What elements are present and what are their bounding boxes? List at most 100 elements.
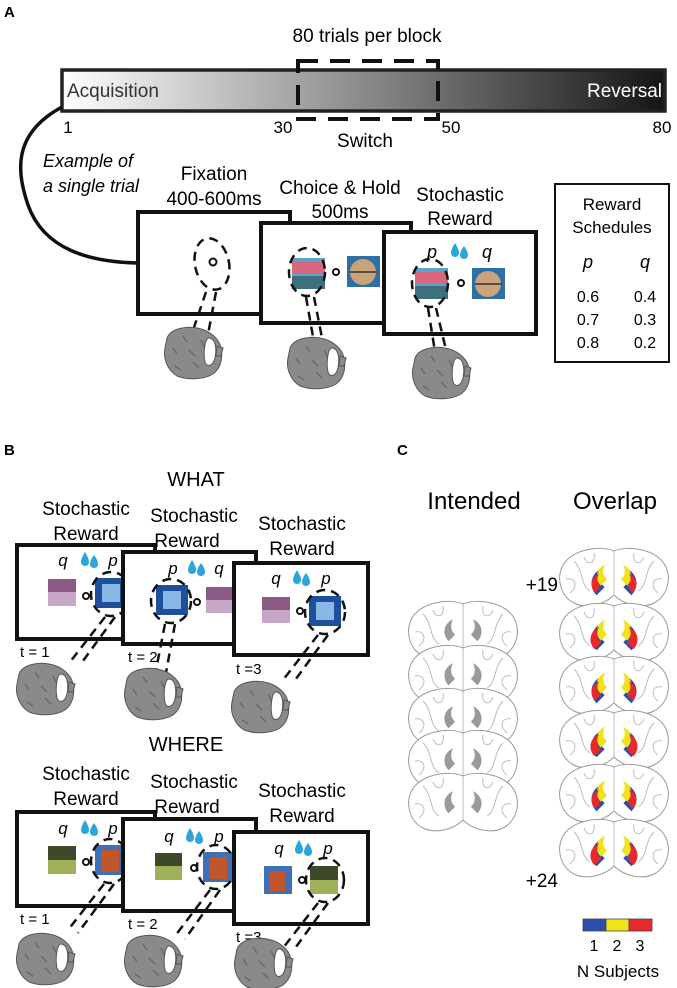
intended-section bbox=[408, 729, 518, 789]
panel-b-letter: B bbox=[4, 442, 15, 459]
lesion-patch bbox=[596, 672, 608, 694]
unicorn-image bbox=[262, 597, 290, 623]
lesion-patch bbox=[470, 663, 482, 686]
schedule-p-1: 0.7 bbox=[577, 312, 599, 329]
unicorn-image bbox=[206, 587, 232, 613]
where-t3-title-1: Stochastic bbox=[258, 781, 346, 802]
schedule-col-p: p bbox=[582, 252, 593, 272]
panel-c-letter: C bbox=[397, 442, 408, 459]
what-t2-left: p bbox=[167, 559, 177, 578]
block-gradient-bar bbox=[60, 68, 667, 113]
fixation-point bbox=[193, 598, 201, 606]
brain-sulci bbox=[414, 648, 512, 692]
where-title: WHERE bbox=[149, 734, 223, 756]
switch-label: Switch bbox=[337, 131, 393, 152]
what-t1-right: p bbox=[107, 551, 117, 570]
temple-image bbox=[156, 585, 188, 615]
monkey-icon bbox=[411, 346, 472, 400]
lesion-patch bbox=[444, 748, 456, 771]
where-t2-title-1: Stochastic bbox=[150, 772, 238, 793]
monkey-icon bbox=[123, 667, 184, 721]
lesion-patch bbox=[591, 789, 601, 809]
where-t3-title-2: Reward bbox=[269, 806, 334, 827]
choice-gaze-line bbox=[304, 296, 326, 349]
monkey-icon bbox=[286, 336, 347, 390]
overlap-section bbox=[559, 709, 669, 769]
where-t1-title-1: Stochastic bbox=[42, 764, 130, 785]
lesion-patch bbox=[470, 619, 482, 642]
what-t2-title-1: Stochastic bbox=[150, 506, 238, 527]
lesion-patch bbox=[620, 564, 632, 586]
what-t1-title-2: Reward bbox=[53, 524, 118, 545]
brain-sulci bbox=[414, 604, 512, 648]
lesion-patch bbox=[590, 734, 602, 757]
lesion-patch bbox=[590, 843, 602, 866]
schedule-title-1: Reward bbox=[583, 195, 642, 214]
brain-sulci bbox=[414, 691, 512, 735]
schedule-p-0: 0.6 bbox=[577, 289, 599, 306]
reward-gaze-line bbox=[426, 307, 450, 359]
lesion-patch bbox=[620, 619, 632, 641]
switch-window bbox=[296, 59, 440, 121]
schedule-q-1: 0.3 bbox=[634, 312, 656, 329]
gaze-line bbox=[174, 889, 222, 940]
overlap-section bbox=[559, 763, 669, 823]
schedule-col-q: q bbox=[640, 252, 650, 272]
where-t1-label: t = 1 bbox=[20, 911, 50, 928]
intended-section bbox=[408, 644, 518, 704]
lesion-patch bbox=[591, 573, 601, 593]
panel-a-letter: A bbox=[4, 4, 15, 21]
monkey-icon bbox=[230, 680, 291, 734]
lesion-patch bbox=[444, 619, 456, 642]
overlap-title: Overlap bbox=[573, 488, 657, 515]
what-t3-left: q bbox=[271, 569, 281, 588]
lesion-patch bbox=[626, 843, 638, 866]
reward-fixation bbox=[457, 279, 465, 287]
schedule-p-2: 0.8 bbox=[577, 335, 599, 352]
unicorn-image bbox=[48, 579, 76, 606]
single-trial-curve bbox=[18, 105, 139, 265]
gaze-line bbox=[153, 623, 177, 679]
reward-q: q bbox=[482, 242, 492, 262]
tick-30: 30 bbox=[274, 118, 293, 137]
lesion-patch bbox=[627, 681, 637, 701]
lesion-patch bbox=[620, 672, 632, 694]
choice-fixation bbox=[332, 268, 340, 276]
where-t2-label: t = 2 bbox=[128, 916, 158, 933]
brain-sulci bbox=[565, 713, 663, 757]
tick-50: 50 bbox=[442, 118, 461, 137]
what-t3-title-2: Reward bbox=[269, 539, 334, 560]
legend-swatch-3 bbox=[628, 918, 653, 932]
gaze-line bbox=[67, 883, 116, 934]
where-t3-right: p bbox=[322, 839, 332, 858]
reward-schedule-box bbox=[554, 183, 670, 363]
reward-window bbox=[410, 257, 450, 309]
where-t2-left: q bbox=[164, 827, 174, 846]
monkey-icon bbox=[123, 934, 184, 988]
flower-image bbox=[155, 853, 182, 880]
flower-image bbox=[48, 846, 76, 874]
gaze-window bbox=[303, 588, 347, 636]
gaze-window bbox=[193, 237, 231, 291]
lesion-patch bbox=[620, 835, 632, 857]
lesion-patch bbox=[596, 835, 608, 857]
what-t2-label: t = 2 bbox=[128, 649, 158, 666]
brain-sulci bbox=[565, 767, 663, 811]
brain-sulci bbox=[565, 822, 663, 866]
monkey-icon bbox=[163, 326, 224, 380]
lesion-patch bbox=[591, 681, 601, 701]
reward-screen bbox=[382, 230, 538, 336]
what-t3-title-1: Stochastic bbox=[258, 514, 346, 535]
sphere-image bbox=[472, 268, 505, 299]
intended-section bbox=[408, 600, 518, 660]
reward-title-2: Reward bbox=[427, 209, 492, 230]
what-t1-title-1: Stochastic bbox=[42, 499, 130, 520]
lesion-patch bbox=[470, 748, 482, 771]
dog-image bbox=[203, 852, 233, 882]
lesion-patch bbox=[596, 564, 608, 586]
lesion-patch bbox=[470, 706, 482, 729]
legend-value-2: 2 bbox=[613, 938, 622, 955]
overlap-section bbox=[559, 602, 669, 662]
overlap-section bbox=[559, 547, 669, 607]
